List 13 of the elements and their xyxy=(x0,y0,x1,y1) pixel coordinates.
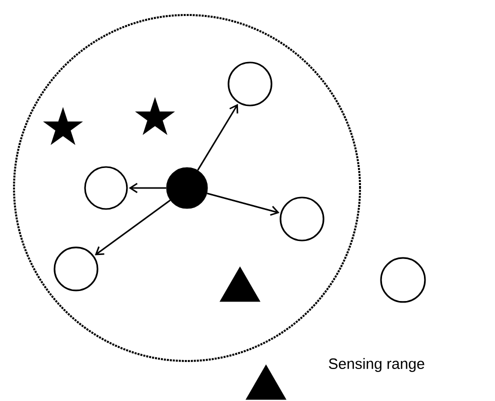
arrow xyxy=(94,200,171,256)
filled-sensor-node xyxy=(166,167,208,209)
arrow xyxy=(128,182,166,194)
sensor-node xyxy=(84,166,128,210)
star-symbol xyxy=(135,97,175,135)
sensor-node xyxy=(54,246,98,292)
arrow xyxy=(197,104,238,171)
sensor-node xyxy=(280,196,324,242)
arrow xyxy=(206,192,280,216)
sensor-node xyxy=(380,257,426,303)
sensor-node xyxy=(228,62,272,106)
range-label: Sensing range xyxy=(328,358,424,372)
star-symbol xyxy=(43,107,83,145)
